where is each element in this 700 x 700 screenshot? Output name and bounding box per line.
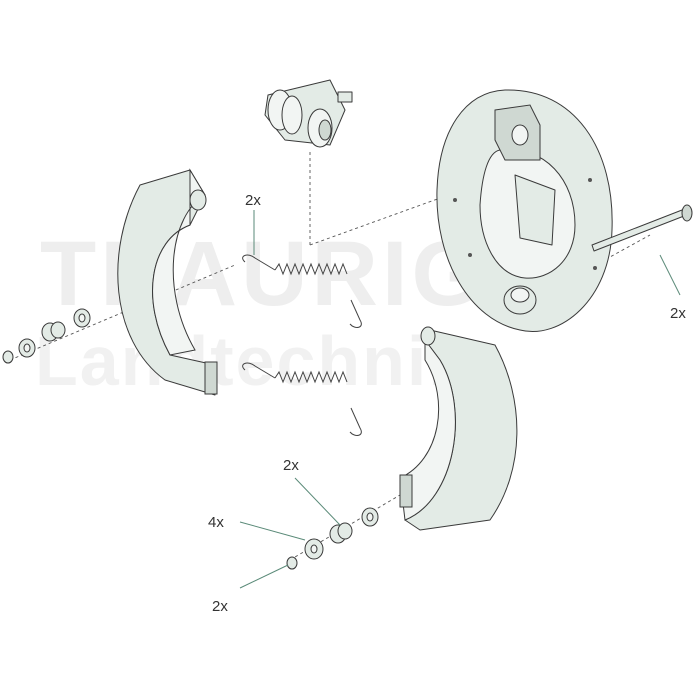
shoe-right-tip — [399, 474, 413, 508]
return-spring-lower — [242, 362, 362, 436]
watermark-line1: TRAURIG — [40, 223, 487, 325]
callout-leaders — [239, 210, 681, 589]
left-nut — [2, 350, 14, 364]
watermark-line2: Landtechnik — [35, 322, 469, 400]
right-washer-1-hole — [310, 544, 318, 554]
callout-springs-qty: 2x — [245, 192, 261, 209]
leader-bolt — [659, 254, 681, 296]
left-washer-1-hole — [23, 343, 31, 353]
leader-washer-pair — [294, 477, 341, 526]
back-plate-square-hole — [514, 174, 556, 246]
spring-upper-hook-right — [349, 299, 362, 328]
right-washer-3 — [337, 522, 353, 540]
wheel-cylinder — [264, 79, 353, 148]
right-hardware-stack — [286, 507, 379, 570]
plate-hole-4 — [593, 266, 597, 270]
left-washer-4-hole — [78, 313, 86, 323]
shoe-left-tip — [204, 361, 218, 395]
plate-hole-1 — [453, 198, 457, 202]
plate-axis-line — [309, 179, 491, 246]
callout-nut-qty: 2x — [212, 598, 228, 615]
shoe-left-web — [152, 168, 206, 356]
right-washer-4-hole — [366, 512, 374, 522]
left-hardware-stack — [2, 308, 91, 364]
plate-hole-2 — [468, 253, 472, 257]
callout-washer-qty: 4x — [208, 514, 224, 531]
callout-bolt-qty: 2x — [670, 305, 686, 322]
cylinder-piston — [318, 119, 332, 141]
spring-lower-hook-left — [242, 362, 276, 379]
brake-back-plate — [436, 89, 613, 332]
leader-washer — [239, 521, 306, 541]
right-nut — [286, 556, 298, 570]
left-washer-3 — [50, 321, 66, 339]
return-spring-upper — [242, 254, 362, 328]
bolt-head — [681, 204, 693, 222]
callout-washer-pair-qty: 2x — [283, 457, 299, 474]
mount-hole — [511, 124, 529, 146]
spring-upper-coil — [274, 262, 348, 276]
leader-nut — [239, 564, 289, 589]
shoe-left-pin — [189, 189, 207, 211]
brake-shoe-right — [399, 326, 518, 531]
spring-lower-hook-right — [349, 407, 362, 436]
cylinder-boot-left-ring — [281, 95, 303, 135]
plate-hole-3 — [588, 178, 592, 182]
spring-lower-coil — [274, 370, 348, 384]
spring-upper-hook-left — [242, 254, 276, 271]
callout-labels: 2x 2x 2x 4x 2x — [208, 192, 686, 615]
bleed-screw — [337, 91, 353, 103]
brake-shoe-left — [117, 168, 218, 396]
watermark: TRAURIG Landtechnik — [35, 223, 487, 400]
shoe-right-pin — [420, 326, 436, 346]
anchor-pin-top — [510, 287, 530, 303]
mounting-bolt — [591, 204, 693, 252]
shoe-right-web — [399, 338, 456, 521]
